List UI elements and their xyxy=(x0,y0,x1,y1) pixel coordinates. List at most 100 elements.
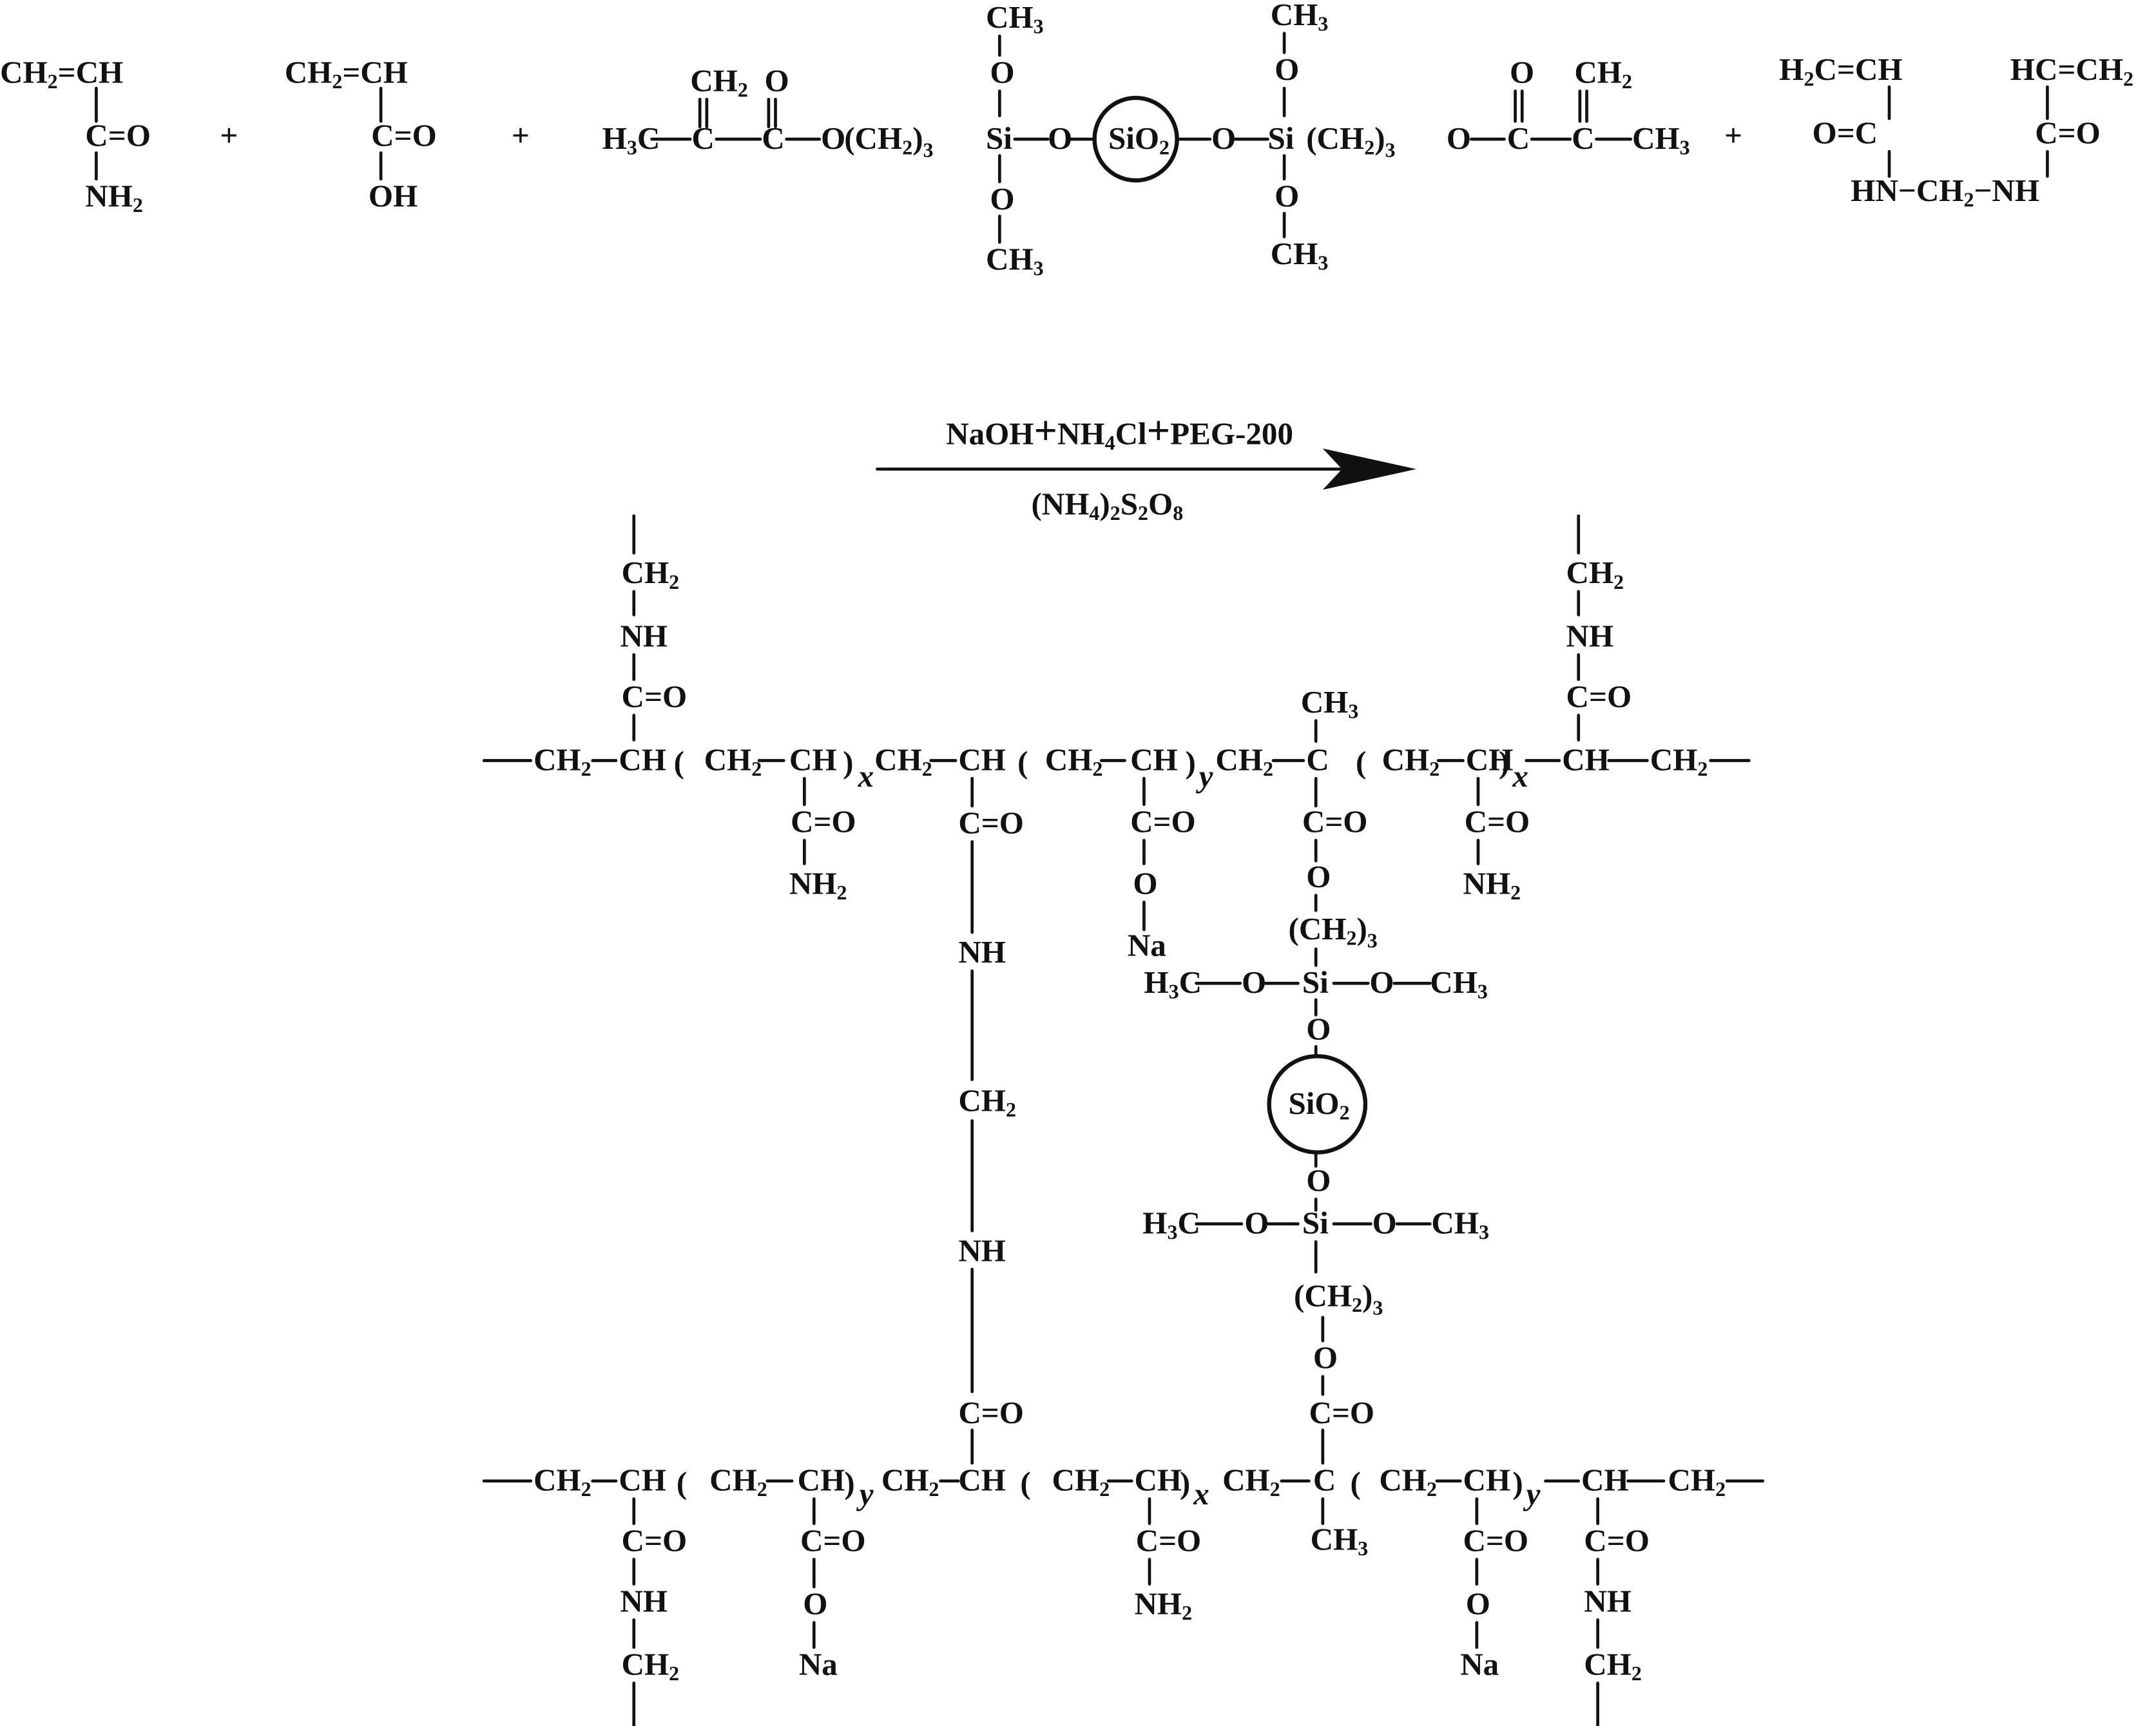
carbonyl-text: C=O xyxy=(1136,1523,1202,1558)
ch-group-text: CH xyxy=(1562,742,1610,777)
ch2-group-text: CH2 xyxy=(1052,1462,1110,1501)
carbonyl-carbon-text: C xyxy=(762,120,784,156)
methoxy-oxygen-text: O xyxy=(990,54,1014,90)
acrylic-acid-carbonyl-text: C=O xyxy=(371,118,437,153)
carbonyl-text: C=O xyxy=(1566,678,1632,714)
ch2-group-text: CH2 xyxy=(622,555,680,593)
repeat-bracket-open: ( xyxy=(1351,1465,1361,1501)
methoxy-oxygen-text: O xyxy=(1369,964,1394,1000)
acrylamide-carbonyl-text: C=O xyxy=(85,118,151,153)
oxygen-text: O xyxy=(1466,1586,1490,1622)
product-lower-chain: CH2 CH C=O NH CH2 ( CH2 CH ) y C=O O Na … xyxy=(482,1395,1765,1726)
ch2-group-text: CH2 xyxy=(622,1647,680,1685)
ch2-group-text: CH2 xyxy=(1668,1462,1726,1501)
ch2-group-text: CH2 xyxy=(709,1462,767,1501)
carbonyl-text: C=O xyxy=(622,678,688,714)
methyl-group-text: CH3 xyxy=(1301,684,1359,723)
propyl-chain-text: (CH2)3 xyxy=(844,120,933,162)
methyl-group-text: CH3 xyxy=(1311,1521,1369,1560)
acrylamide-vinyl-text: CH2=CH xyxy=(0,54,123,93)
ch-group-text: CH xyxy=(958,742,1006,777)
repeat-bracket-open: ( xyxy=(1356,745,1366,780)
repeat-bracket-close: ) xyxy=(1512,1465,1523,1501)
methacrylate-ch2-text: CH2 xyxy=(1574,54,1632,93)
product-upper-chain: CH2 CH CH2 NH C=O ( CH2 CH ) x C=O NH2 C… xyxy=(482,514,1751,1394)
siloxane-oxygen-text: O xyxy=(1306,1012,1331,1047)
ch2-group-text: CH2 xyxy=(1045,742,1103,780)
ch-group-text: CH xyxy=(1581,1462,1629,1498)
carbonyl-text: O=C xyxy=(1813,115,1878,150)
repeat-unit-x: x xyxy=(1193,1476,1209,1511)
repeat-unit-y: y xyxy=(1196,758,1213,794)
repeat-bracket-close: ) xyxy=(844,1465,854,1501)
silica-core-text: SiO2 xyxy=(1108,120,1169,159)
arrow-initiator-below: (NH4)2S2O8 xyxy=(1031,486,1183,525)
repeat-unit-y: y xyxy=(856,1476,874,1511)
carbonyl-carbon-text: C xyxy=(1507,120,1530,156)
carbonyl-text: C=O xyxy=(958,805,1024,841)
arrow-reagents-above: NaOH+NH4Cl+PEG-200 xyxy=(946,408,1293,455)
quaternary-carbon-text: C xyxy=(1313,1462,1336,1498)
plus-sign: + xyxy=(1724,118,1742,153)
silicon-atom-text: Si xyxy=(1267,120,1294,156)
ch2-group-text: CH2 xyxy=(1650,742,1708,780)
repeat-bracket-close: ) xyxy=(1185,745,1195,780)
amine-group-text: NH2 xyxy=(789,866,847,905)
ch2-group-text: CH2 xyxy=(534,742,592,780)
ch2-group-text: CH2 xyxy=(881,1462,939,1501)
amine-group-text: NH2 xyxy=(1463,866,1521,905)
methoxy-oxygen-text: O xyxy=(1275,52,1299,87)
ch2-group-text: CH2 xyxy=(874,742,932,780)
silicon-atom-text: Si xyxy=(1302,964,1329,1000)
carbonyl-text: C=O xyxy=(622,1523,688,1558)
methyl-group-text: CH3 xyxy=(986,0,1044,38)
methoxy-oxygen-text: O xyxy=(1372,1205,1397,1241)
silicon-atom-text: Si xyxy=(986,120,1012,156)
carbonyl-text: C=O xyxy=(1130,803,1196,839)
reactant-acrylamide: CH2=CH C=O NH2 xyxy=(0,54,151,216)
methyl-group-text: CH3 xyxy=(1431,1205,1489,1244)
plus-sign: + xyxy=(512,118,530,153)
ch2-group-text: CH2 xyxy=(1566,555,1624,593)
ch-group-text: CH xyxy=(789,742,837,777)
product-silica-crosslink: SiO2 O Si H3C O O CH3 (CH2)3 O xyxy=(1142,1054,1489,1396)
reactant-methylene-bisacrylamide: H2C=CH O=C HN−CH2−NH HC=CH2 C=O xyxy=(1779,52,2133,211)
carbonyl-text: C=O xyxy=(958,1395,1024,1430)
ester-oxygen-text: O xyxy=(1313,1340,1338,1376)
repeat-unit-x: x xyxy=(1512,758,1528,794)
oxygen-text: O xyxy=(1133,866,1157,901)
ch-group-text: CH xyxy=(1463,1462,1511,1498)
ester-oxygen-text: O xyxy=(1306,859,1331,894)
ch-group-text: CH xyxy=(798,1462,845,1498)
ester-oxygen-text: O xyxy=(821,120,845,156)
ch2-group-text: CH2 xyxy=(1382,742,1440,780)
methyl-group-text: H3C xyxy=(1142,1205,1200,1244)
repeat-unit-y: y xyxy=(1523,1476,1541,1511)
backbone-carbon-text: C xyxy=(691,120,714,156)
methyl-group-text: CH3 xyxy=(1632,120,1690,159)
propyl-chain-text: (CH2)3 xyxy=(1288,911,1377,952)
methacrylate-ch2-text: CH2 xyxy=(690,62,748,101)
ester-oxygen-text: O xyxy=(764,62,789,98)
amine-group-text: NH2 xyxy=(1134,1586,1192,1625)
carbonyl-text: C=O xyxy=(1584,1523,1650,1558)
repeat-bracket-close: ) xyxy=(843,745,853,780)
reactant-acrylic-acid: CH2=CH C=O OH xyxy=(285,54,437,213)
sodium-text: Na xyxy=(799,1647,838,1682)
reaction-arrow: NaOH+NH4Cl+PEG-200 (NH4)2S2O8 xyxy=(876,408,1416,525)
ch2-group-text: CH2 xyxy=(1222,1462,1280,1501)
nh-group-text: NH xyxy=(1566,618,1614,653)
ch-group-text: CH xyxy=(1134,1462,1182,1498)
methyl-group-text: CH3 xyxy=(1271,236,1329,274)
nh-group-text: NH xyxy=(958,934,1006,970)
methoxy-oxygen-text: O xyxy=(1275,178,1299,214)
ch-group-text: CH xyxy=(958,1462,1006,1498)
methyl-group-text: CH3 xyxy=(1271,0,1329,35)
ch2-group-text: CH2 xyxy=(1584,1647,1642,1685)
ch-group-text: CH xyxy=(1130,742,1178,777)
methylene-bridge-text: HN−CH2−NH xyxy=(1851,173,2039,211)
carbonyl-text: C=O xyxy=(791,803,856,839)
reactant-modified-silica: CH2 O H3C C C O (CH2)3 Si CH3 O O CH3 O … xyxy=(602,0,1690,280)
siloxane-oxygen-text: O xyxy=(1048,120,1072,156)
siloxane-oxygen-text: O xyxy=(1306,1162,1331,1198)
